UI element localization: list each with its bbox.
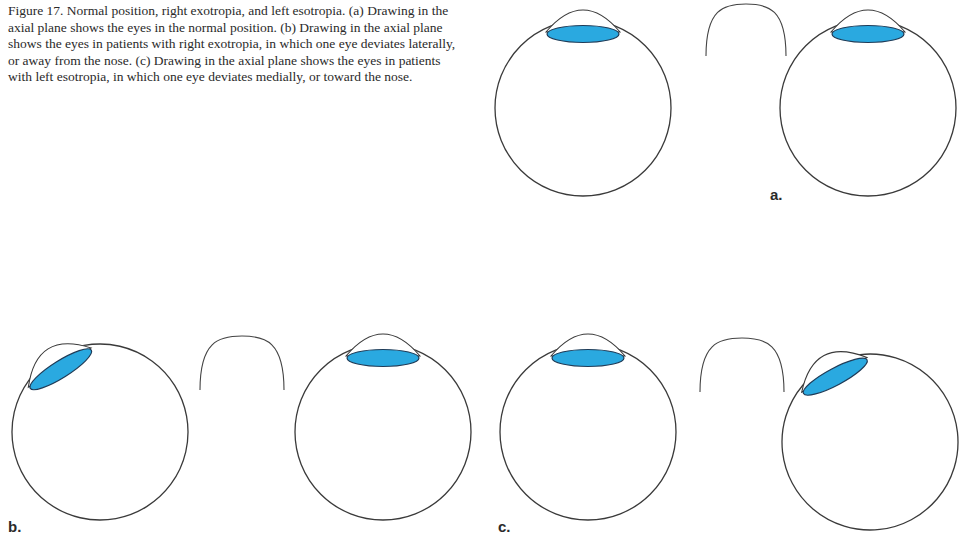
- lens: [832, 26, 904, 43]
- panel-letter: c.: [498, 518, 511, 536]
- panel-letter: a.: [770, 186, 783, 204]
- eyeball: [500, 334, 676, 520]
- lens: [26, 343, 96, 396]
- eyeball: [295, 334, 471, 520]
- nose-outline: [706, 4, 786, 56]
- eyeball: [746, 314, 963, 539]
- eyeball: [780, 10, 956, 196]
- globe-outline: [295, 344, 471, 520]
- panel-letter: b.: [8, 518, 21, 536]
- globe-outline: [495, 20, 671, 196]
- nose-outline: [200, 336, 284, 390]
- lens: [347, 350, 419, 367]
- globe-outline: [751, 323, 963, 539]
- lens: [799, 352, 871, 401]
- nose-outline: [700, 338, 784, 392]
- lens: [547, 26, 619, 43]
- globe-outline: [0, 311, 221, 539]
- lens: [552, 350, 624, 367]
- figure-caption: Figure 17. Normal position, right exotro…: [8, 3, 466, 86]
- eyeball: [0, 302, 221, 539]
- globe-outline: [780, 20, 956, 196]
- eyeball: [495, 10, 671, 196]
- globe-outline: [500, 344, 676, 520]
